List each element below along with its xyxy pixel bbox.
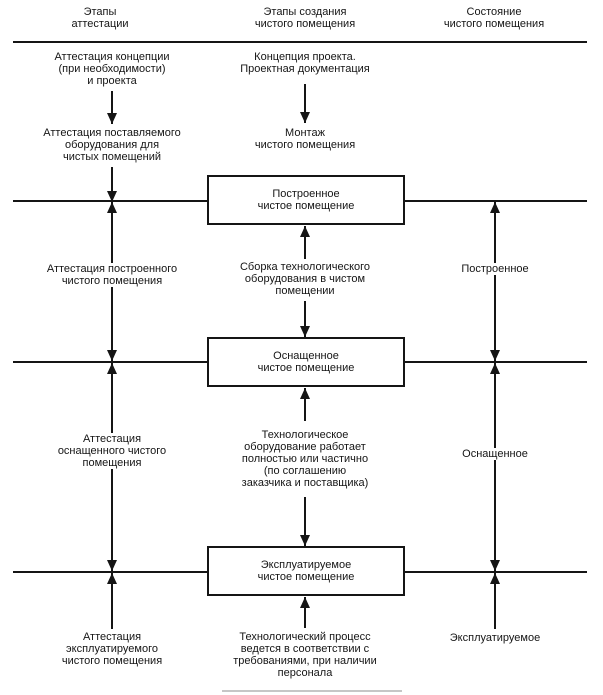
bottom-scan-artifact-line xyxy=(222,690,402,692)
up-arrow-icon xyxy=(300,388,310,421)
arrowhead-up-icon xyxy=(490,363,500,374)
header-rule xyxy=(13,41,587,43)
down-arrow-icon xyxy=(300,301,310,337)
up-arrow-icon xyxy=(107,573,117,629)
arrowhead-down-icon xyxy=(107,350,117,361)
arrowhead-up-icon xyxy=(490,202,500,213)
label-attestation-supplied-equipment: Аттестация поставляемого оборудования дл… xyxy=(40,127,184,163)
up-arrow-icon xyxy=(300,226,310,259)
label-process-compliance: Технологический процесс ведется в соотве… xyxy=(230,631,380,679)
down-arrow-icon xyxy=(300,497,310,546)
label-attestation-concept: Аттестация концепции (при необходимости)… xyxy=(51,51,173,87)
arrowhead-up-icon xyxy=(107,573,117,584)
arrowhead-down-icon xyxy=(300,326,310,337)
header-cleanroom-state: Состояние чистого помещения xyxy=(443,6,545,30)
down-arrow-icon xyxy=(107,91,117,124)
arrowhead-up-icon xyxy=(300,226,310,237)
arrowhead-down-icon xyxy=(300,112,310,123)
arrowhead-down-icon xyxy=(490,350,500,361)
label-attestation-equipped: Аттестация оснащенного чистого помещения xyxy=(54,433,170,469)
arrowhead-up-icon xyxy=(107,363,117,374)
label-state-equipped: Оснащенное xyxy=(459,448,531,460)
label-attestation-built: Аттестация построенного чистого помещени… xyxy=(43,263,181,287)
down-arrow-icon xyxy=(300,84,310,123)
arrowhead-up-icon xyxy=(490,573,500,584)
box-built-cleanroom: Построенное чистое помещение xyxy=(207,175,405,225)
header-creation-stages: Этапы создания чистого помещения xyxy=(254,6,356,30)
label-equipment-assembly: Сборка технологического оборудования в ч… xyxy=(236,261,374,297)
label-project-concept-docs: Концепция проекта. Проектная документаци… xyxy=(237,51,373,75)
label-state-operational: Эксплуатируемое xyxy=(446,632,544,644)
arrowhead-up-icon xyxy=(107,202,117,213)
arrowhead-up-icon xyxy=(300,388,310,399)
label-state-built: Построенное xyxy=(458,263,532,275)
header-attestation-stages: Этапы аттестации xyxy=(71,6,129,30)
arrowhead-down-icon xyxy=(107,113,117,124)
label-cleanroom-installation: Монтаж чистого помещения xyxy=(251,127,359,151)
double-arrow-icon xyxy=(490,202,500,361)
down-arrow-icon xyxy=(107,167,117,202)
arrowhead-down-icon xyxy=(107,560,117,571)
box-equipped-cleanroom: Оснащенное чистое помещение xyxy=(207,337,405,387)
box-operational-cleanroom: Эксплуатируемое чистое помещение xyxy=(207,546,405,596)
up-arrow-icon xyxy=(490,573,500,629)
up-arrow-icon xyxy=(300,597,310,628)
arrowhead-up-icon xyxy=(300,597,310,608)
arrowhead-down-icon xyxy=(490,560,500,571)
double-arrow-icon xyxy=(490,363,500,571)
label-attestation-operational: Аттестация эксплуатируемого чистого поме… xyxy=(58,631,166,667)
arrowhead-down-icon xyxy=(300,535,310,546)
label-equipment-operating: Технологическое оборудование работает по… xyxy=(238,429,372,489)
arrowhead-down-icon xyxy=(107,191,117,202)
